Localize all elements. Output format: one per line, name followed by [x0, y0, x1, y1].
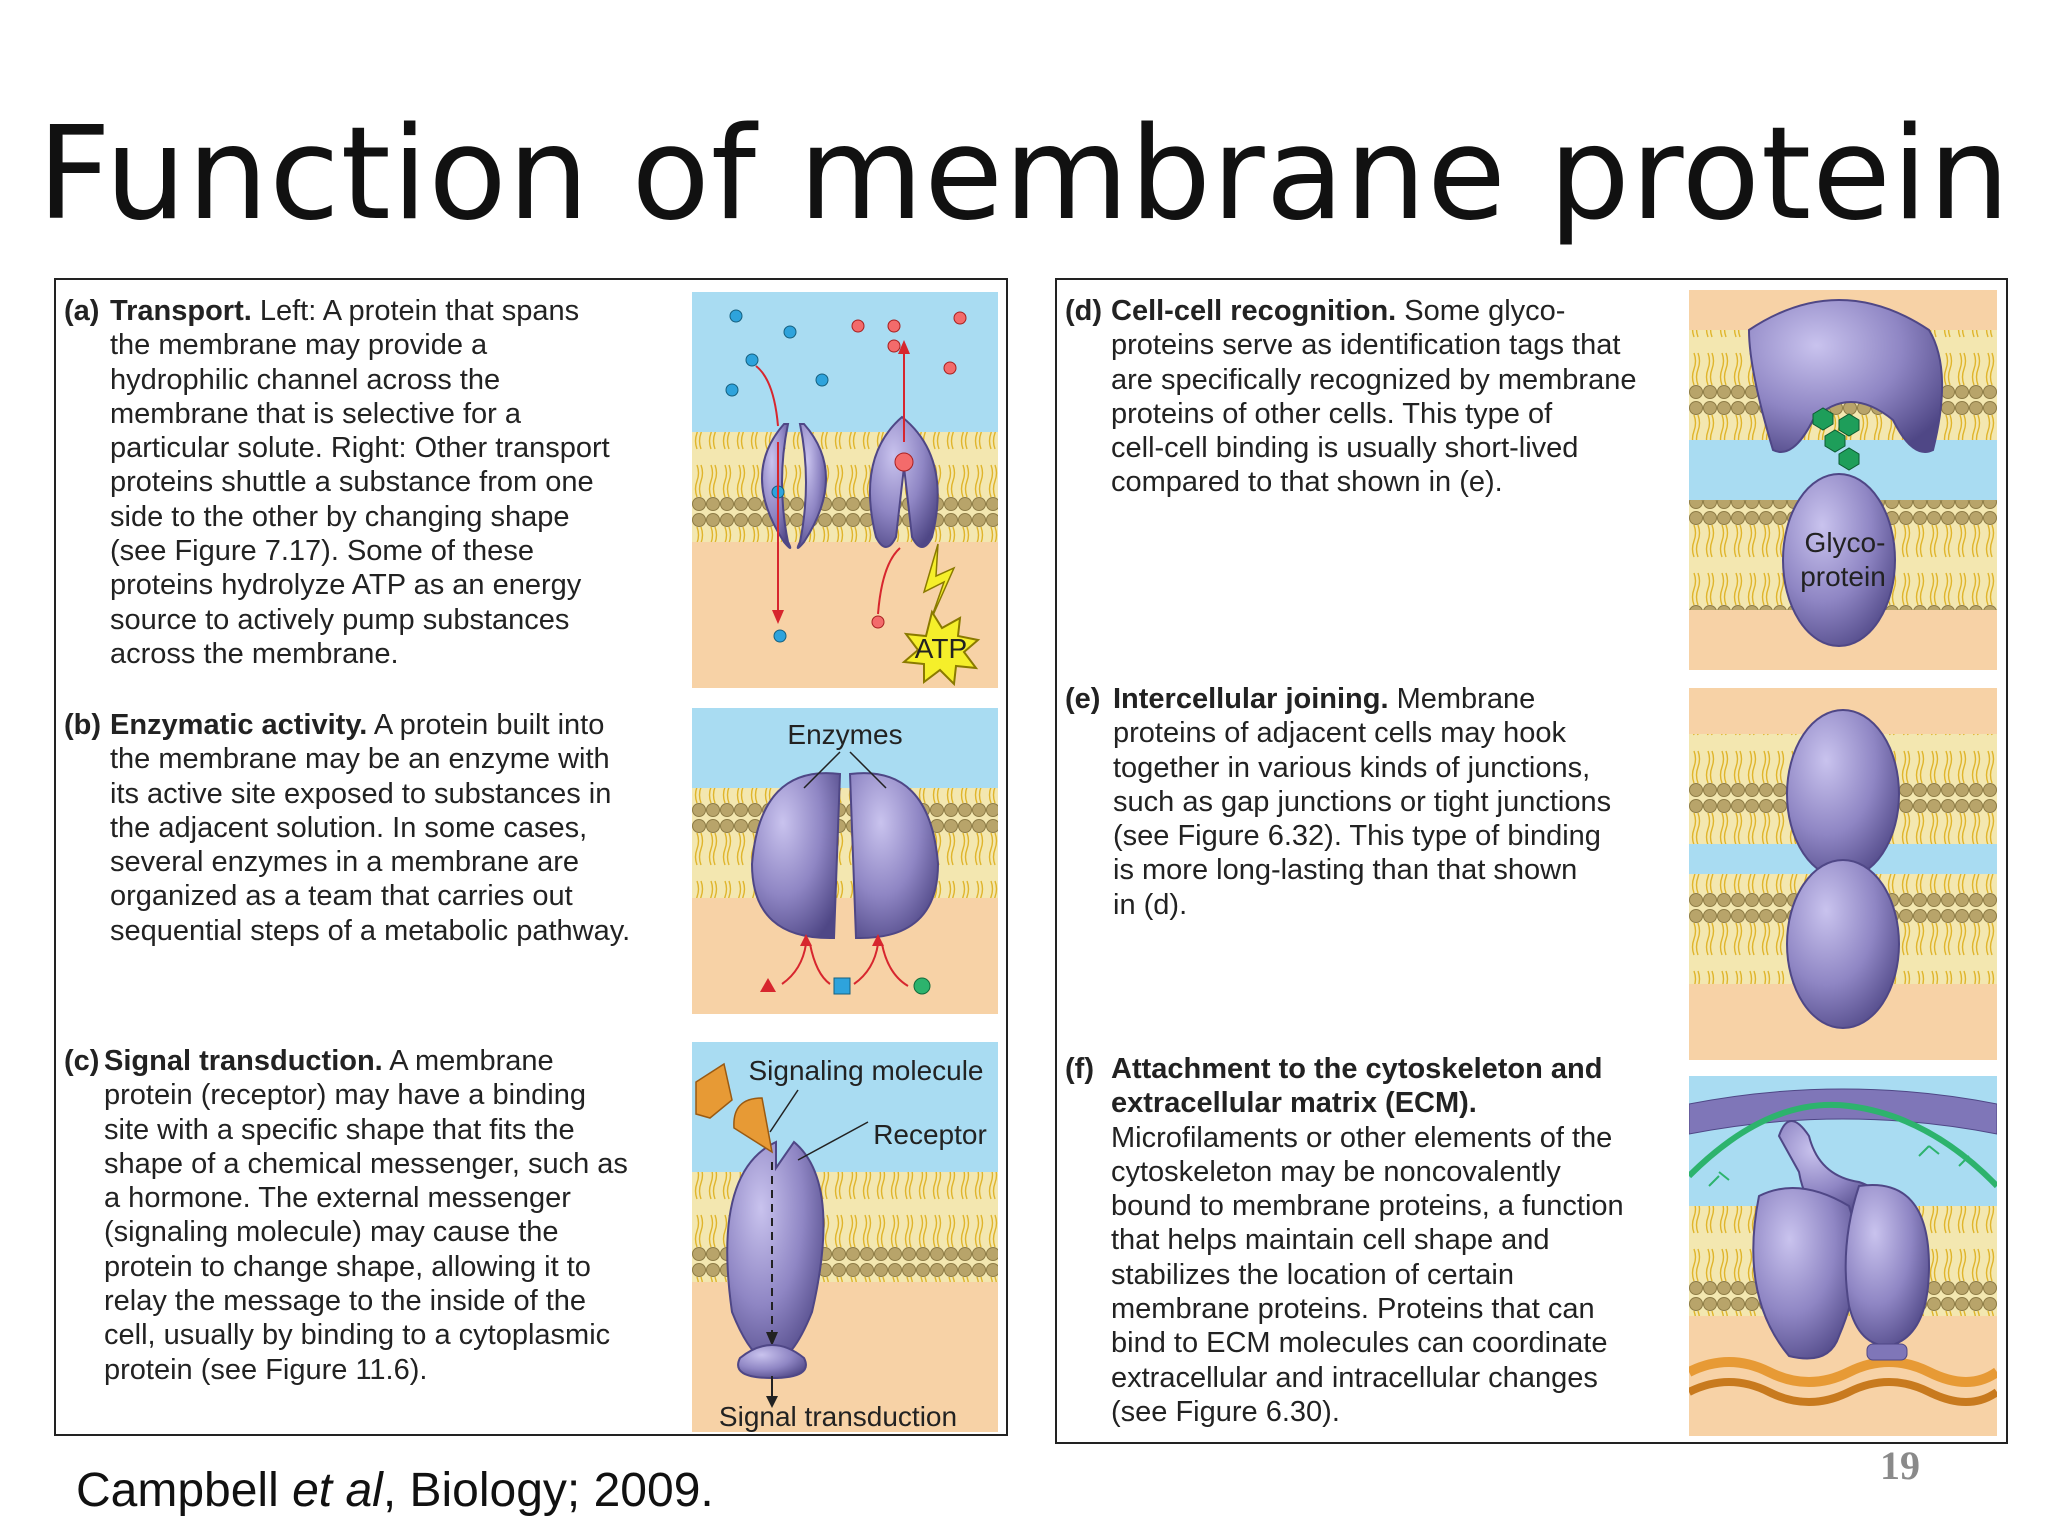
section-text: Attachment to the cytoskeleton and extra…: [1111, 1052, 1624, 1429]
text-line: (see Figure 7.17). Some of these: [110, 535, 534, 568]
text-line: site with a specific shape that fits the: [104, 1113, 575, 1146]
text-line: Microfilaments or other elements of the: [1111, 1121, 1613, 1154]
text-line: proteins of adjacent cells may hook: [1113, 717, 1566, 750]
section-heading: extracellular matrix (ECM).: [1111, 1087, 1477, 1120]
section-label: (b): [64, 709, 102, 741]
left-figure-panel: (a) Transport. Left: A protein that span…: [54, 278, 1008, 1436]
section-signal-transduction: (c) Signal transduction. A membrane prot…: [64, 1044, 704, 1404]
section-intercellular-joining: (e) Intercellular joining. Membrane prot…: [1065, 682, 1685, 942]
text-line: compared to that shown in (e).: [1111, 466, 1503, 499]
text-line: Left: A protein that spans: [251, 295, 580, 327]
intercellular-joining-illustration: [1689, 688, 1997, 1060]
text-line: cytoskeleton may be noncovalently: [1111, 1155, 1561, 1188]
receptor-label: Receptor: [873, 1119, 987, 1150]
section-heading: Transport.: [110, 295, 252, 327]
section-label: (c): [64, 1045, 100, 1077]
text-line: a hormone. The external messenger: [104, 1182, 571, 1215]
text-line: its active site exposed to substances in: [110, 777, 612, 810]
section-text: Enzymatic activity. A protein built into…: [110, 708, 630, 948]
right-figure-panel: (d) Cell-cell recognition. Some glyco- p…: [1055, 278, 2008, 1444]
text-line: membrane that is selective for a: [110, 397, 522, 430]
section-enzymatic-activity: (b) Enzymatic activity. A protein built …: [64, 708, 704, 968]
section-text: Intercellular joining. Membrane proteins…: [1113, 682, 1611, 922]
text-line: the adjacent solution. In some cases,: [110, 811, 588, 844]
signal-transduction-label: Signal transduction: [719, 1401, 957, 1432]
section-label: (e): [1065, 683, 1101, 715]
enzymes-label: Enzymes: [787, 719, 902, 750]
section-heading: Cell-cell recognition.: [1111, 295, 1397, 327]
text-line: Membrane: [1388, 683, 1536, 715]
text-line: particular solute. Right: Other transpor…: [110, 432, 610, 465]
signal-transduction-illustration: Signaling molecule Receptor Signal trans…: [692, 1042, 998, 1432]
transport-illustration: ATP: [692, 292, 998, 688]
text-line: (see Figure 6.32). This type of binding: [1113, 820, 1601, 853]
text-line: protein (receptor) may have a binding: [104, 1079, 586, 1112]
text-line: in (d).: [1113, 888, 1188, 921]
citation: Campbell et al, Biology; 2009.: [76, 1463, 714, 1519]
citation-etal: et al: [292, 1464, 383, 1517]
citation-source: , Biology; 2009.: [382, 1464, 714, 1517]
text-line: cell, usually by binding to a cytoplasmi…: [104, 1319, 611, 1352]
section-label: (d): [1065, 295, 1103, 327]
slide-title: Function of membrane protein: [37, 100, 2011, 249]
text-line: organized as a team that carries out: [110, 880, 573, 913]
section-heading: Enzymatic activity.: [110, 709, 368, 741]
text-line: hydrophilic channel across the: [110, 363, 501, 396]
text-line: that helps maintain cell shape and: [1111, 1224, 1550, 1257]
text-line: proteins of other cells. This type of: [1111, 397, 1553, 430]
glycoprotein-label-line1: Glyco-: [1805, 527, 1886, 558]
text-line: several enzymes in a membrane are: [110, 846, 580, 879]
text-line: (see Figure 6.30).: [1111, 1395, 1340, 1428]
text-line: protein (see Figure 11.6).: [104, 1353, 428, 1386]
text-line: the membrane may be an enzyme with: [110, 743, 610, 776]
text-line: is more long-lasting than that shown: [1113, 854, 1578, 887]
text-line: cell-cell binding is usually short-lived: [1111, 432, 1579, 465]
text-line: bind to ECM molecules can coordinate: [1111, 1327, 1608, 1360]
citation-author: Campbell: [76, 1464, 293, 1517]
section-text: Transport. Left: A protein that spans th…: [110, 294, 610, 671]
text-line: source to actively pump substances: [110, 603, 570, 636]
text-line: Some glyco-: [1396, 295, 1566, 327]
page-number: 19: [1880, 1443, 1920, 1488]
text-line: proteins shuttle a substance from one: [110, 466, 594, 499]
atp-label: ATP: [915, 633, 967, 664]
section-heading: Intercellular joining.: [1113, 683, 1389, 715]
section-text: Cell-cell recognition. Some glyco- prote…: [1111, 294, 1636, 500]
text-line: proteins hydrolyze ATP as an energy: [110, 569, 582, 602]
text-line: (signaling molecule) may cause the: [104, 1216, 559, 1249]
section-cell-cell-recognition: (d) Cell-cell recognition. Some glyco- p…: [1065, 294, 1685, 514]
cell-recognition-illustration: Glyco- protein: [1689, 290, 1997, 670]
section-label: (a): [64, 295, 100, 327]
text-line: protein to change shape, allowing it to: [104, 1250, 591, 1283]
cytoskeleton-attachment-illustration: [1689, 1076, 1997, 1436]
glycoprotein-label-line2: protein: [1800, 561, 1886, 592]
text-line: membrane proteins. Proteins that can: [1111, 1293, 1595, 1326]
text-line: A protein built into: [367, 709, 605, 741]
text-line: are specifically recognized by membrane: [1111, 363, 1637, 396]
section-transport: (a) Transport. Left: A protein that span…: [64, 294, 704, 684]
section-label: (f): [1065, 1053, 1094, 1085]
section-heading: Attachment to the cytoskeleton and: [1111, 1053, 1603, 1085]
text-line: sequential steps of a metabolic pathway.: [110, 914, 631, 947]
text-line: together in various kinds of junctions,: [1113, 751, 1591, 784]
text-line: shape of a chemical messenger, such as: [104, 1147, 628, 1180]
text-line: extracellular and intracellular changes: [1111, 1361, 1598, 1394]
text-line: such as gap junctions or tight junctions: [1113, 785, 1612, 818]
text-line: A membrane: [382, 1045, 554, 1077]
section-text: Signal transduction. A membrane protein …: [104, 1044, 628, 1387]
text-line: proteins serve as identification tags th…: [1111, 329, 1621, 362]
text-line: across the membrane.: [110, 637, 399, 670]
enzymatic-illustration: Enzymes: [692, 708, 998, 1014]
text-line: side to the other by changing shape: [110, 500, 570, 533]
text-line: stabilizes the location of certain: [1111, 1258, 1514, 1291]
text-line: relay the message to the inside of the: [104, 1285, 587, 1318]
text-line: bound to membrane proteins, a function: [1111, 1190, 1624, 1223]
signaling-molecule-label: Signaling molecule: [748, 1055, 983, 1086]
text-line: the membrane may provide a: [110, 329, 488, 362]
section-cytoskeleton-attachment: (f) Attachment to the cytoskeleton and e…: [1065, 1052, 1685, 1432]
section-heading: Signal transduction.: [104, 1045, 383, 1077]
